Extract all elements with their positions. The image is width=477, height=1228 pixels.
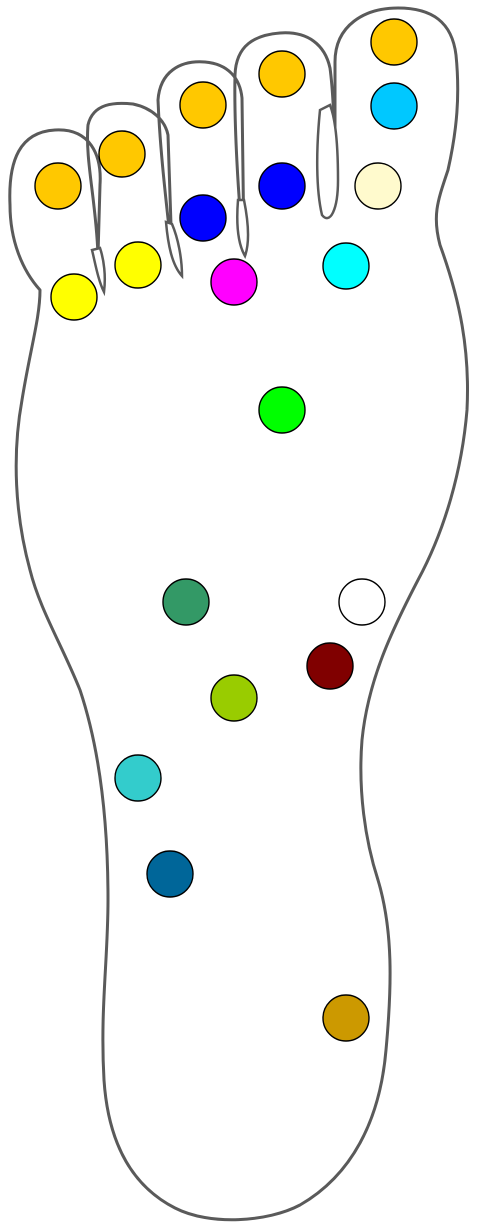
reflex-point-little-toe-base[interactable] bbox=[51, 274, 97, 320]
reflex-point-mid-lateral[interactable] bbox=[163, 579, 209, 625]
reflex-point-second-toe-tip[interactable] bbox=[259, 51, 305, 97]
reflex-point-big-toe-base[interactable] bbox=[355, 163, 401, 209]
reflex-point-fourth-toe-base[interactable] bbox=[115, 242, 161, 288]
reflex-point-fourth-toe-tip[interactable] bbox=[99, 131, 145, 177]
reflex-point-little-toe-tip[interactable] bbox=[35, 163, 81, 209]
reflex-point-third-toe-base[interactable] bbox=[180, 195, 226, 241]
reflex-point-third-toe-tip[interactable] bbox=[180, 82, 226, 128]
reflex-point-ball-center[interactable] bbox=[211, 259, 257, 305]
reflex-point-mid-medial[interactable] bbox=[339, 579, 385, 625]
reflex-point-heel-lateral[interactable] bbox=[147, 851, 193, 897]
reflex-point-ball-medial[interactable] bbox=[323, 243, 369, 289]
reflex-point-arch-center[interactable] bbox=[211, 675, 257, 721]
reflex-point-second-toe-base[interactable] bbox=[259, 163, 305, 209]
reflex-point-big-toe-middle[interactable] bbox=[371, 83, 417, 129]
reflex-point-heel-medial[interactable] bbox=[323, 995, 369, 1041]
reflex-point-lateral-lower[interactable] bbox=[115, 755, 161, 801]
reflex-point-big-toe-tip[interactable] bbox=[371, 19, 417, 65]
reflex-point-upper-arch[interactable] bbox=[259, 387, 305, 433]
reflex-point-arch-medial[interactable] bbox=[307, 643, 353, 689]
toe-gap-big bbox=[317, 105, 338, 218]
